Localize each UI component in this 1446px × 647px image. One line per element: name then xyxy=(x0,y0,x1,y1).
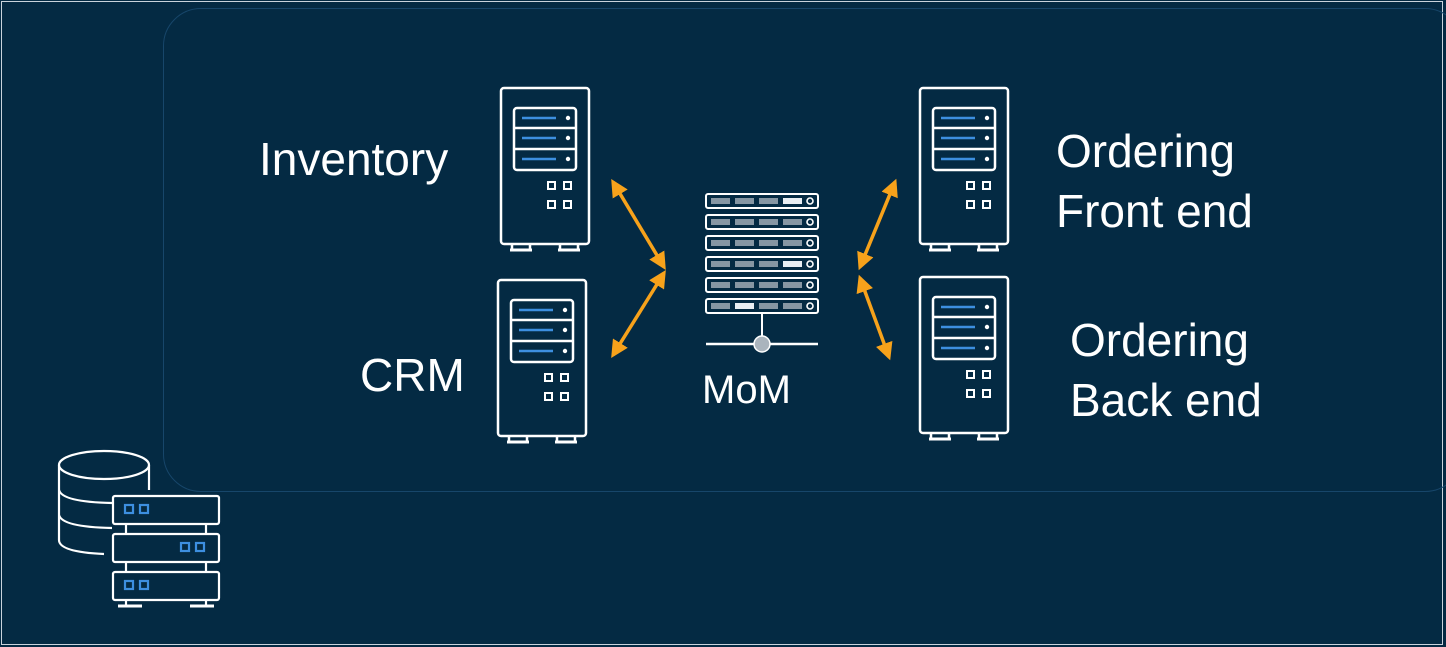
arrow-back-end-mom xyxy=(856,274,893,361)
ordering-back-end-label-line2: Back end xyxy=(1070,374,1262,426)
crm-server-icon xyxy=(496,278,588,444)
mom-label: MoM xyxy=(702,368,791,412)
ordering-front-end-label-line2: Front end xyxy=(1056,185,1253,237)
crm-label: CRM xyxy=(360,349,465,401)
mom-rack-server-icon xyxy=(705,193,819,353)
inventory-server-icon xyxy=(499,86,591,252)
connection-arrows xyxy=(611,178,898,361)
inventory-label: Inventory xyxy=(259,133,449,185)
ordering-front-end-server-icon xyxy=(918,86,1010,252)
application-group-container xyxy=(163,8,1446,492)
arrow-front-end-mom xyxy=(857,178,898,271)
database-server-icon xyxy=(57,449,221,608)
ordering-front-end-label-line1: Ordering xyxy=(1056,125,1235,177)
ordering-back-end-label-line1: Ordering xyxy=(1070,314,1249,366)
arrow-inventory-mom xyxy=(611,178,666,271)
arrow-crm-mom xyxy=(611,270,666,358)
ordering-back-end-server-icon xyxy=(918,275,1010,441)
